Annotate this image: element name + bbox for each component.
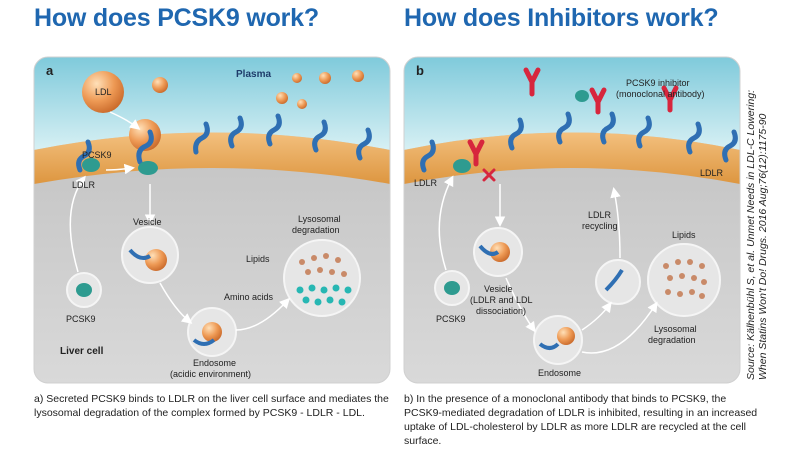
lipid-dots-b	[663, 259, 707, 299]
lysosomal-label-b2: degradation	[648, 335, 696, 345]
lysosomal-label-a2: degradation	[292, 225, 340, 235]
ldlr-receptors	[76, 113, 372, 173]
ldl-particle	[276, 92, 288, 104]
endosome-label-b: Endosome	[538, 368, 581, 378]
panel-a	[34, 57, 390, 383]
recycling-label-2: recycling	[582, 221, 618, 231]
vesicle-label-b3: dissociation)	[476, 306, 526, 316]
pcsk9-label-free: PCSK9	[66, 314, 96, 324]
panel-a-border	[33, 56, 391, 384]
panel-b-border	[403, 56, 741, 384]
plasma-label: Plasma	[236, 69, 271, 80]
panel-b-letter: b	[416, 63, 424, 78]
ldl-particle-large	[82, 71, 124, 113]
panel-b	[404, 57, 740, 383]
blocked-x-icon	[482, 168, 496, 182]
heading-pcsk9: How does PCSK9 work?	[34, 4, 319, 32]
lysosomal-label-b1: Lysosomal	[654, 324, 697, 334]
ldlr-label-a: LDLR	[72, 180, 96, 190]
lipids-label-a: Lipids	[246, 254, 270, 264]
source-line-2: When Statins Won't Do! Drugs. 2016 Aug;7…	[757, 113, 769, 380]
amino-acids-label: Amino acids	[224, 292, 274, 302]
ldl-in-endosome-b	[557, 327, 575, 345]
ldl-in-vesicle-b	[490, 242, 510, 262]
ldl-in-endosome	[202, 322, 222, 342]
recycling-vesicle	[595, 259, 641, 305]
ldl-particle	[152, 77, 168, 93]
ldl-particle	[297, 99, 307, 109]
vesicle-label-b1: Vesicle	[484, 284, 513, 294]
lipids-label-b: Lipids	[672, 230, 696, 240]
pcsk9-label-b: PCSK9	[436, 314, 466, 324]
ldlr-receptors-b	[420, 111, 738, 173]
ldl-particle	[292, 73, 302, 83]
flow-arrows-a	[69, 111, 291, 331]
antibody-molecules	[467, 67, 679, 167]
lysosomal-label-a1: Lysosomal	[298, 214, 341, 224]
ldl-particle	[352, 70, 364, 82]
ldlr-in-vesicle-b	[478, 244, 500, 256]
panel-a-letter: a	[46, 63, 54, 78]
ldl-label: LDL	[95, 87, 112, 97]
caption-panel-b: b) In the presence of a monoclonal antib…	[404, 393, 758, 447]
ldlr-label-b-left: LDLR	[414, 178, 438, 188]
ldlr-in-endosome-b	[538, 342, 560, 350]
liver-cell-label: Liver cell	[60, 346, 104, 357]
flow-arrows-b	[438, 175, 658, 354]
lysosome	[283, 239, 361, 317]
lipid-dots	[299, 253, 347, 277]
ldlr-recycling	[604, 268, 624, 292]
vesicle-label-a: Vesicle	[133, 217, 162, 227]
ldlr-label-b-right: LDLR	[700, 168, 724, 178]
vesicle-label-b2: (LDLR and LDL	[470, 295, 533, 305]
pcsk9-label-top: PCSK9	[82, 150, 112, 160]
endosome-label-a1: Endosome	[193, 358, 236, 368]
ldlr-in-vesicle	[128, 248, 152, 260]
ldl-in-vesicle	[145, 249, 167, 271]
endosome-label-a2: (acidic environment)	[170, 369, 251, 379]
amino-acid-dots	[296, 284, 352, 306]
recycling-label-1: LDLR	[588, 210, 612, 220]
plasma-region-b	[404, 57, 740, 150]
ldlr-in-endosome	[192, 338, 216, 346]
lysosome-b	[647, 243, 721, 317]
ldl-particle	[319, 72, 331, 84]
heading-inhibitors: How does Inhibitors work?	[404, 4, 719, 32]
cell-membrane-b	[404, 132, 740, 184]
pcsk9-free	[76, 283, 92, 297]
inhibitor-label-1: PCSK9 inhibitor	[626, 78, 690, 88]
caption-panel-a: a) Secreted PCSK9 binds to LDLR on the l…	[34, 393, 389, 419]
inhibitor-label-2: (monoclonal antibody)	[616, 89, 705, 99]
pcsk9-free-b	[444, 281, 460, 295]
source-line-1: Source: Kälhenbühl S, et al. Unmet Needs…	[745, 89, 757, 380]
cell-membrane	[34, 132, 390, 184]
